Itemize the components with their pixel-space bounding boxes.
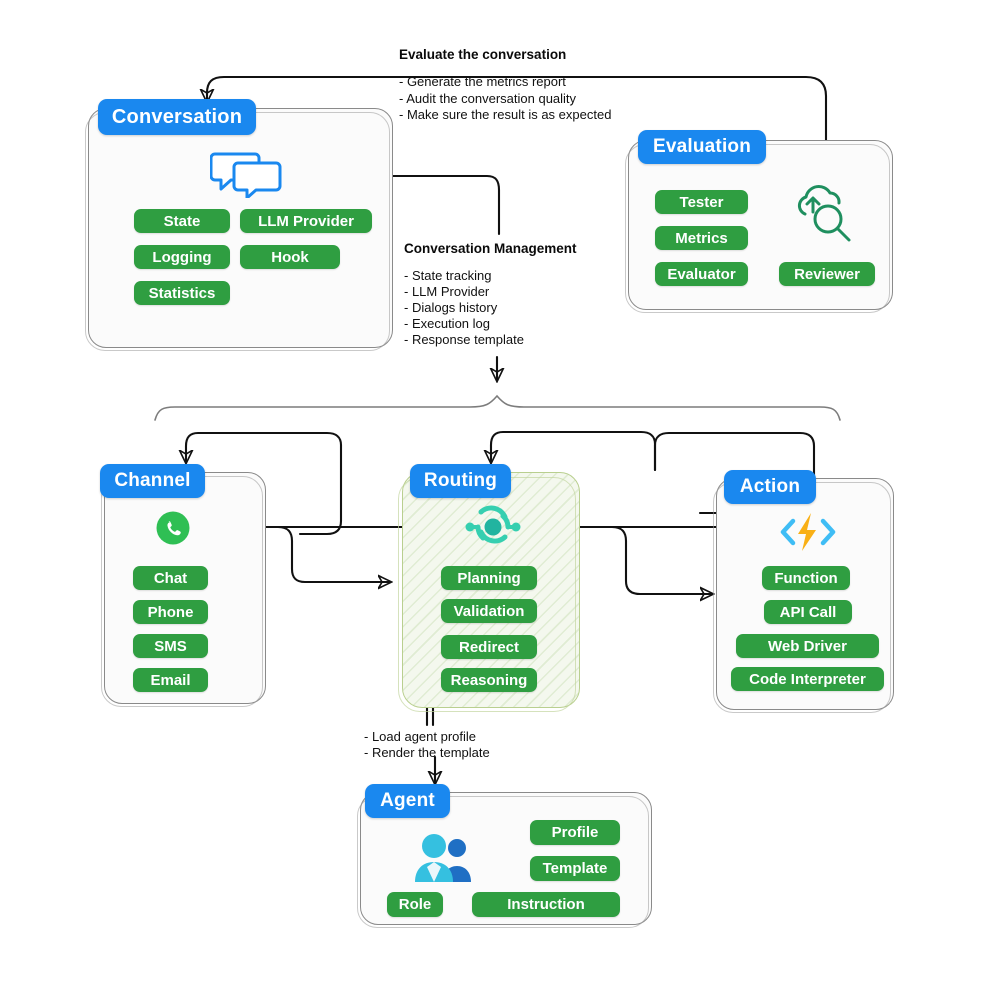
pill-logging[interactable]: Logging [134,245,230,269]
pill-llm-provider[interactable]: LLM Provider [240,209,372,233]
annotation-agent-load: - Load agent profile - Render the templa… [364,729,490,761]
annotation-evaluate-line: - Make sure the result is as expected [399,107,612,122]
pill-state[interactable]: State [134,209,230,233]
pill-sms[interactable]: SMS [133,634,208,658]
pill-chat[interactable]: Chat [133,566,208,590]
pill-email[interactable]: Email [133,668,208,692]
pill-instruction[interactable]: Instruction [472,892,620,917]
panel-routing-header[interactable]: Routing [410,464,511,498]
pill-api-call[interactable]: API Call [764,600,852,624]
annotation-conversation-management-line: - Execution log [404,316,490,331]
panel-evaluation-header[interactable]: Evaluation [638,130,766,164]
panel-action-header[interactable]: Action [724,470,816,504]
annotation-agent-load-line: - Load agent profile [364,729,477,744]
annotation-evaluate-line: - Generate the metrics report [399,74,566,89]
pill-reviewer[interactable]: Reviewer [779,262,875,286]
annotation-conversation-management-line: - State tracking [404,268,492,283]
pill-template[interactable]: Template [530,856,620,881]
pill-role[interactable]: Role [387,892,443,917]
pill-function[interactable]: Function [762,566,850,590]
annotation-conversation-management: Conversation Management - State tracking… [404,241,577,348]
pill-redirect[interactable]: Redirect [441,635,537,659]
pill-metrics[interactable]: Metrics [655,226,748,250]
annotation-agent-load-line: - Render the template [364,745,490,760]
panel-agent-header[interactable]: Agent [365,784,450,818]
pill-web-driver[interactable]: Web Driver [736,634,879,658]
pill-validation[interactable]: Validation [441,599,537,623]
cloud-magnifier-icon [793,182,859,244]
annotation-conversation-management-line: - LLM Provider [404,284,490,299]
pill-profile[interactable]: Profile [530,820,620,845]
pill-planning[interactable]: Planning [441,566,537,590]
panel-conversation-header[interactable]: Conversation [98,99,256,135]
chat-bubbles-icon [209,148,282,200]
annotation-conversation-management-line: - Response template [404,332,524,347]
annotation-evaluate-line: - Audit the conversation quality [399,90,577,106]
annotation-evaluate-title: Evaluate the conversation [399,47,567,62]
pill-evaluator[interactable]: Evaluator [655,262,748,286]
annotation-conversation-management-line: - Dialogs history [404,300,498,315]
users-icon [412,830,474,886]
panel-channel-header[interactable]: Channel [100,464,205,498]
annotation-evaluate: Evaluate the conversation - Generate the… [399,47,611,124]
annotation-conversation-management-title: Conversation Management [404,241,577,256]
pill-statistics[interactable]: Statistics [134,281,230,305]
whatsapp-icon [155,510,191,546]
pill-phone[interactable]: Phone [133,600,208,624]
pill-tester[interactable]: Tester [655,190,748,214]
routing-node-icon [458,503,528,551]
code-lightning-icon [778,510,838,554]
pill-code-interpreter[interactable]: Code Interpreter [731,667,884,691]
pill-hook[interactable]: Hook [240,245,340,269]
pill-reasoning[interactable]: Reasoning [441,668,537,692]
